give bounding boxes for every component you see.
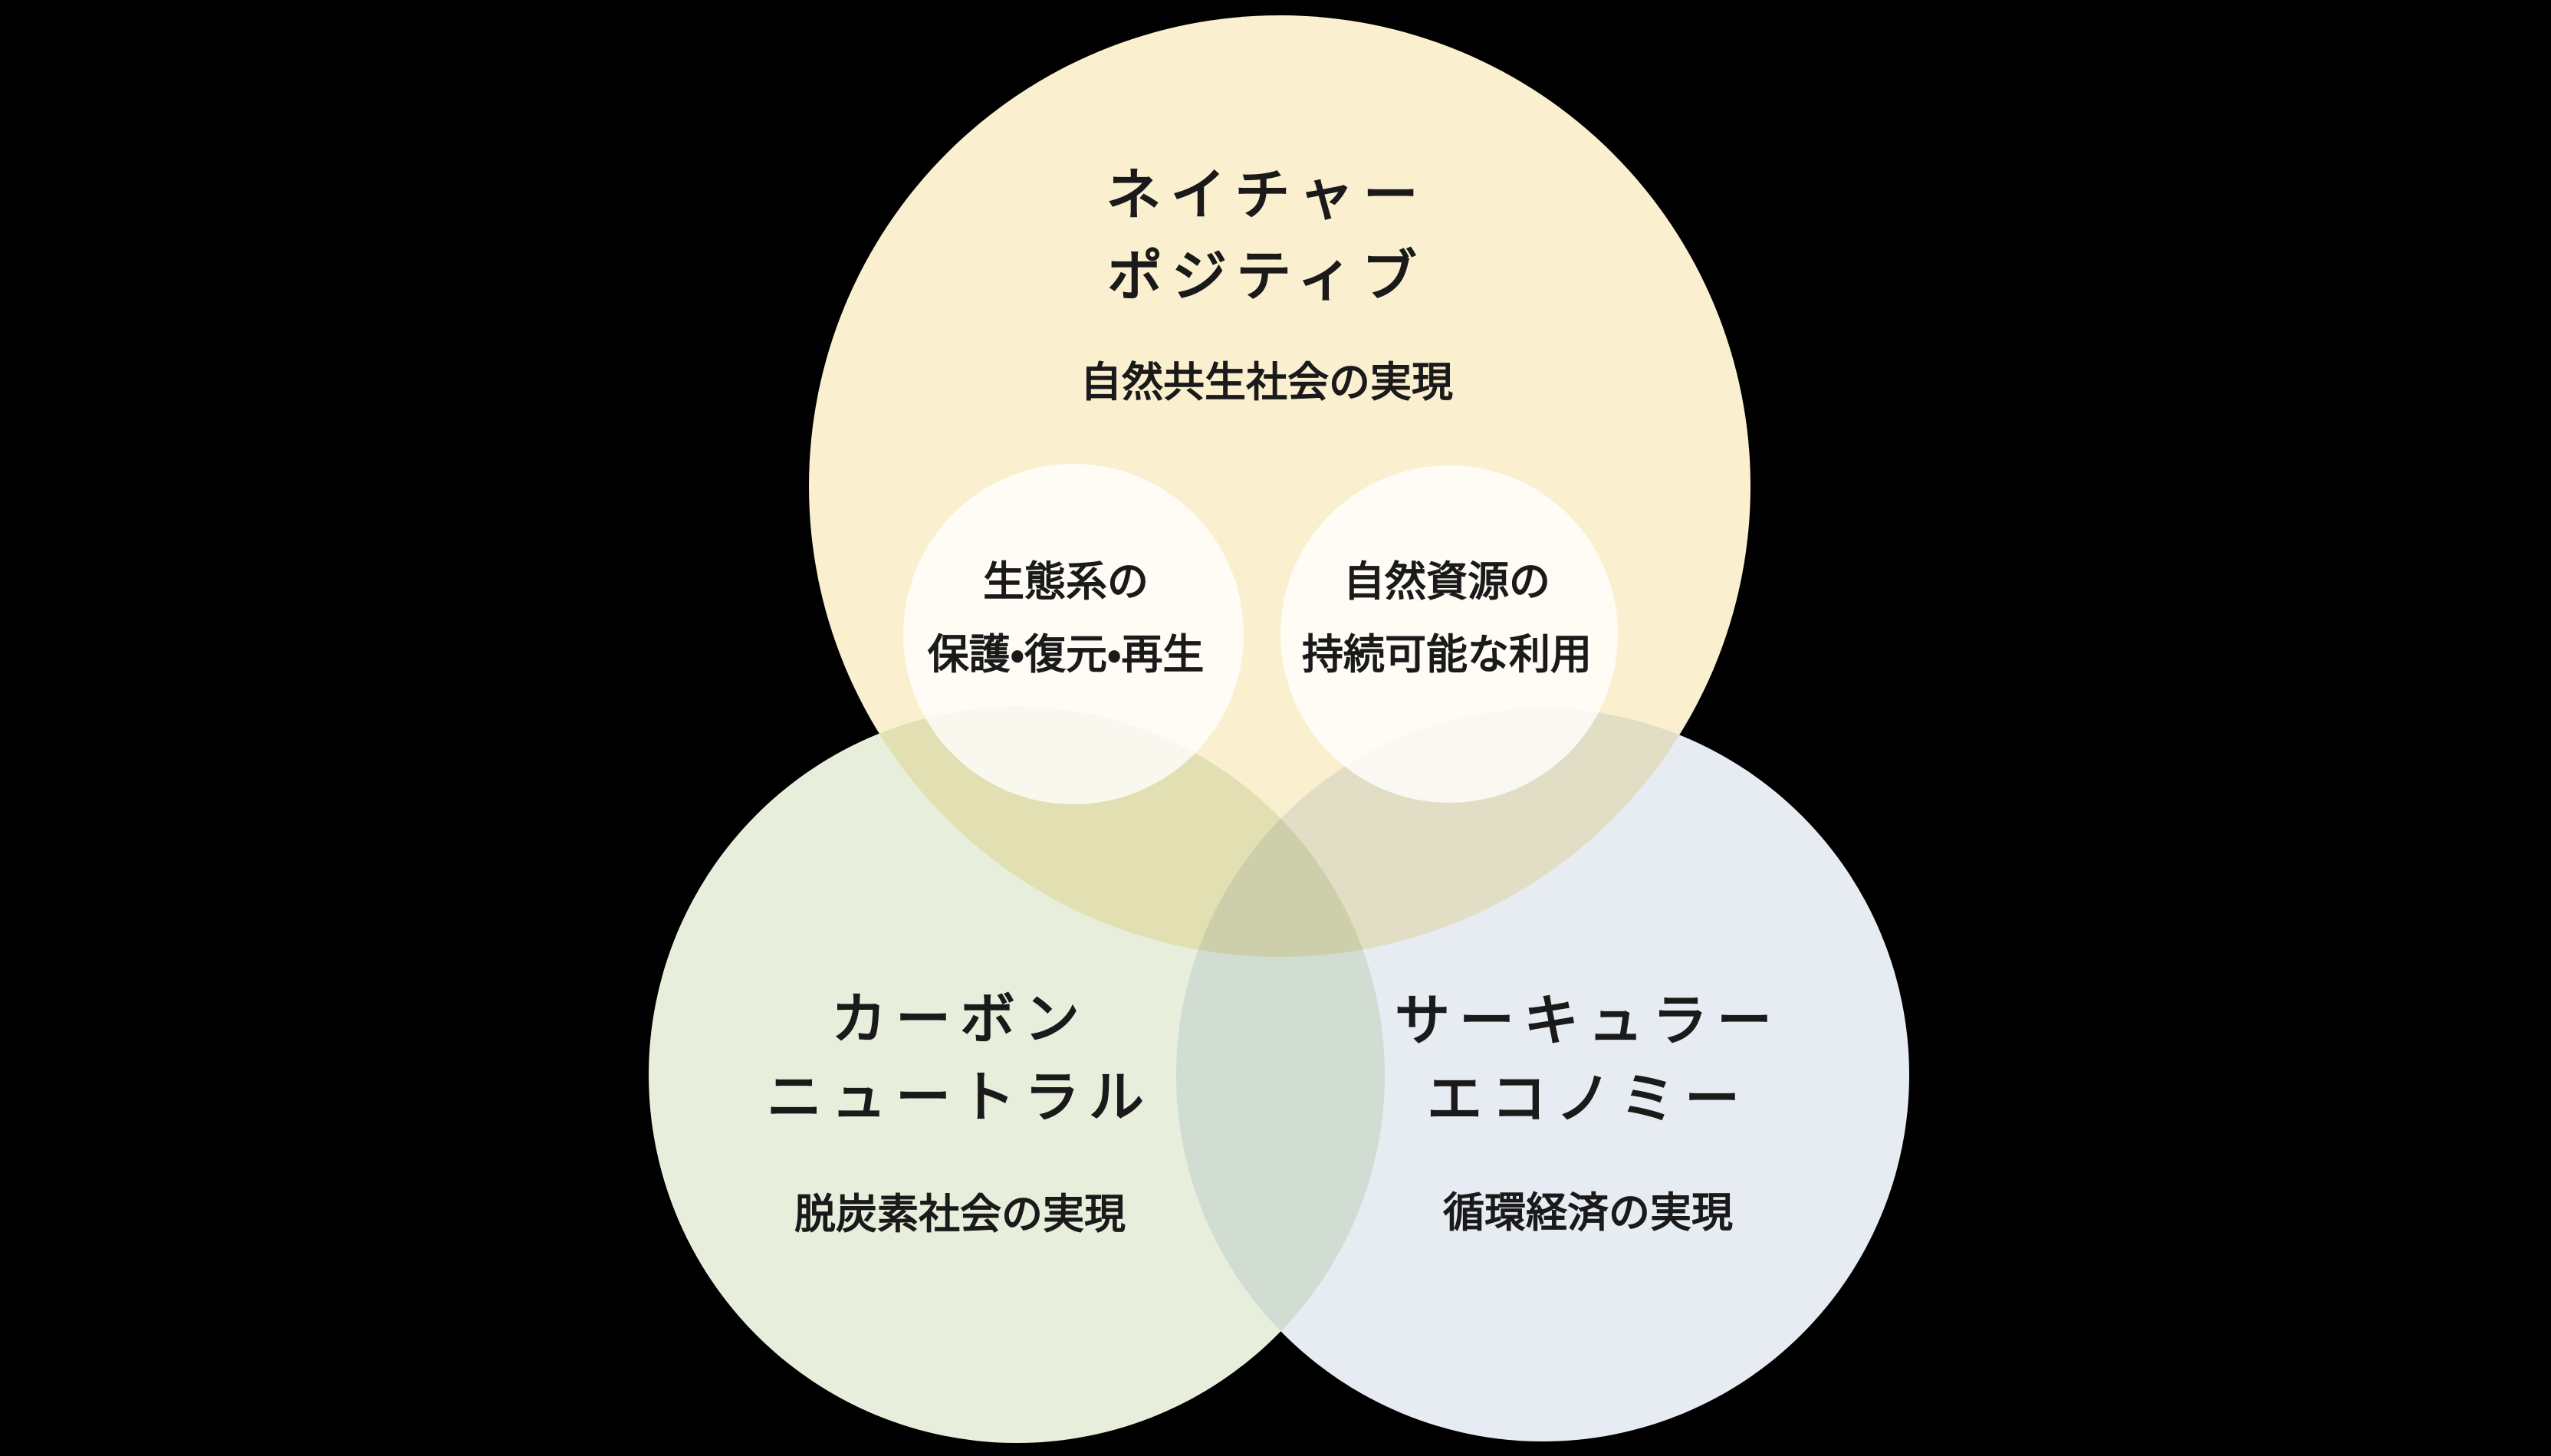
natural-resources-inner-circle (1280, 465, 1618, 803)
natural-resources-label-line2: 持続可能な利用 (1302, 632, 1592, 678)
ecosystem-label-line2: 保護・復元・再生 (927, 632, 1205, 678)
carbon-neutral-subtitle: 脱炭素社会の実現 (794, 1191, 1126, 1237)
natural-resources-label-line1: 自然資源の (1343, 559, 1550, 605)
nature-positive-title-line2: ポジティブ (1107, 246, 1426, 307)
nature-positive-title-line1: ネイチャー (1106, 165, 1428, 226)
carbon-neutral-title-line2: ニュートラル (766, 1067, 1154, 1129)
circular-economy-subtitle: 循環経済の実現 (1443, 1190, 1733, 1236)
ecosystem-label-line1: 生態系の (983, 559, 1149, 605)
carbon-neutral-title-line1: カーボン (830, 989, 1090, 1050)
circular-economy-title-line2: エコノミー (1426, 1069, 1750, 1130)
circular-economy-title-line1: サーキュラー (1394, 991, 1782, 1052)
ecosystem-inner-circle (903, 464, 1244, 804)
nature-positive-subtitle: 自然共生社会の実現 (1080, 360, 1453, 406)
